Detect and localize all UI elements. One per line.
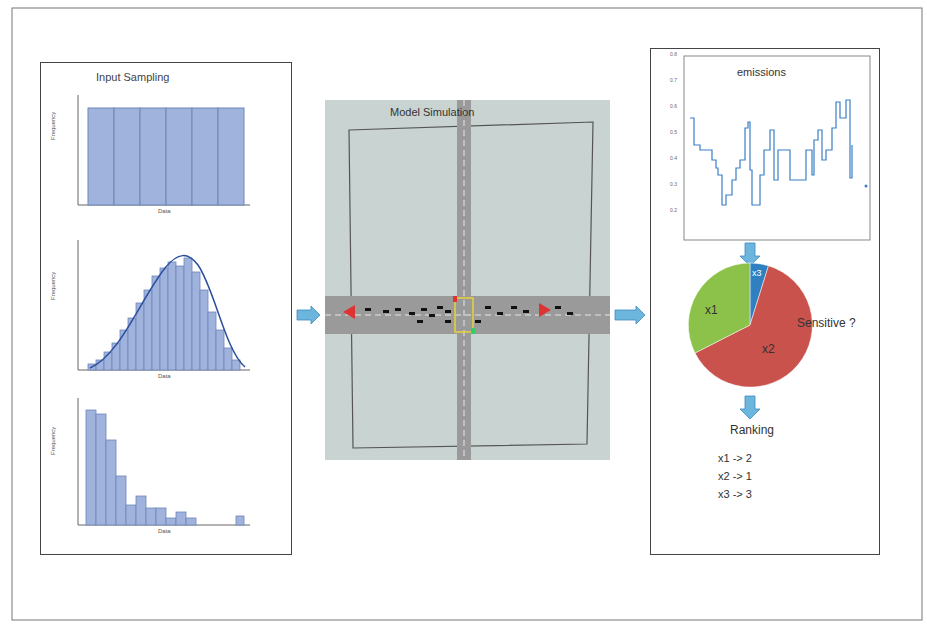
tick-label: 0.2: [670, 208, 677, 214]
axis-label: Frequency: [50, 272, 57, 300]
tick-label: 0.8: [670, 52, 677, 58]
stage-panel: Input Sampling: [40, 62, 292, 555]
uniform-histogram: [78, 95, 250, 205]
traffic-simulation-image: [325, 100, 610, 460]
axis-label: Frequency: [50, 427, 57, 455]
flow-arrow: [297, 306, 320, 324]
panel-title: Sensitive ?: [797, 317, 856, 331]
chart-label: x1 -> 2: [718, 452, 752, 465]
tick-label: Data: [158, 208, 171, 215]
chart-label: x1: [705, 304, 718, 318]
chart-label: x3: [752, 268, 762, 278]
tick-label: 0.6: [670, 104, 677, 110]
skewed-histogram: [78, 398, 250, 525]
chart-label: x2 -> 1: [718, 470, 752, 483]
chart-label: emissions: [737, 66, 786, 79]
pie-chart: [688, 263, 812, 387]
tick-label: Data: [158, 373, 171, 380]
tick-label: 0.7: [670, 78, 677, 84]
flow-arrow: [615, 306, 645, 324]
panel-title: Input Sampling: [96, 71, 169, 84]
tick-label: Data: [158, 528, 171, 535]
tick-label: 0.4: [670, 156, 677, 162]
tick-label: 0.3: [670, 182, 677, 188]
chart-label: Ranking: [730, 424, 774, 438]
panel-title: Model Simulation: [390, 106, 474, 119]
chart-label: x2: [762, 343, 775, 357]
axis-label: Frequency: [50, 112, 57, 140]
chart-label: x3 -> 3: [718, 488, 752, 501]
outer-frame: [12, 8, 922, 620]
emissions-chart: [684, 56, 870, 240]
tick-label: 0.5: [670, 130, 677, 136]
simulation-panel: Model Simulation: [325, 100, 610, 460]
normal-histogram: [78, 240, 250, 370]
stage-panel: Sensitive ?: [650, 48, 880, 555]
